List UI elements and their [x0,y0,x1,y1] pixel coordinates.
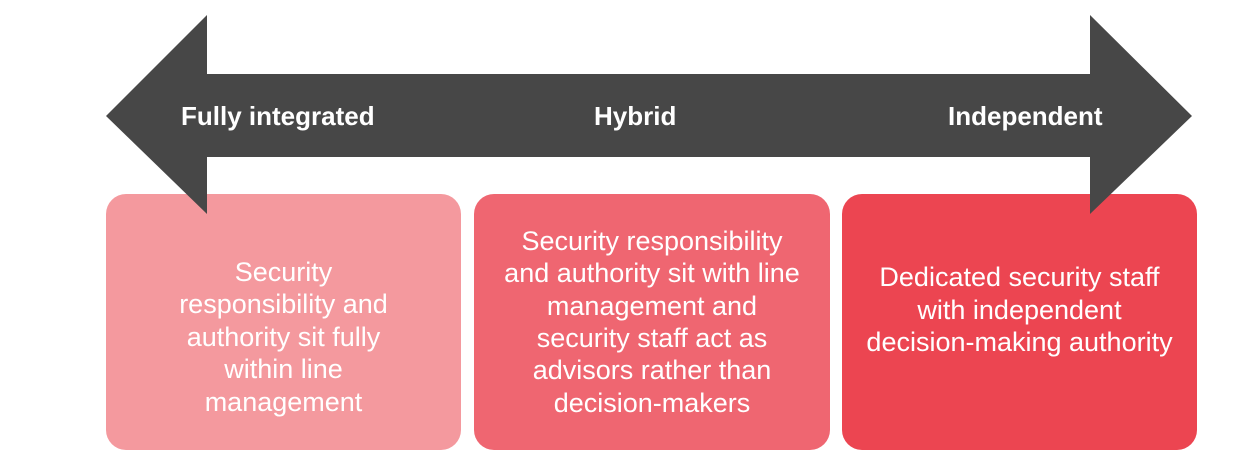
box-hybrid-text: Security responsibility and authority si… [504,225,800,418]
arrow-label-fully-integrated: Fully integrated [181,101,375,131]
box-fully-integrated-text: Security responsibility and authority si… [179,257,388,417]
arrow-label-independent: Independent [948,101,1103,131]
box-independent: Dedicated security staff with independen… [842,194,1197,450]
box-hybrid: Security responsibility and authority si… [474,194,830,450]
arrow-label-hybrid: Hybrid [594,101,677,131]
box-independent-text: Dedicated security staff with independen… [866,262,1173,358]
box-fully-integrated: Security responsibility and authority si… [106,194,461,450]
